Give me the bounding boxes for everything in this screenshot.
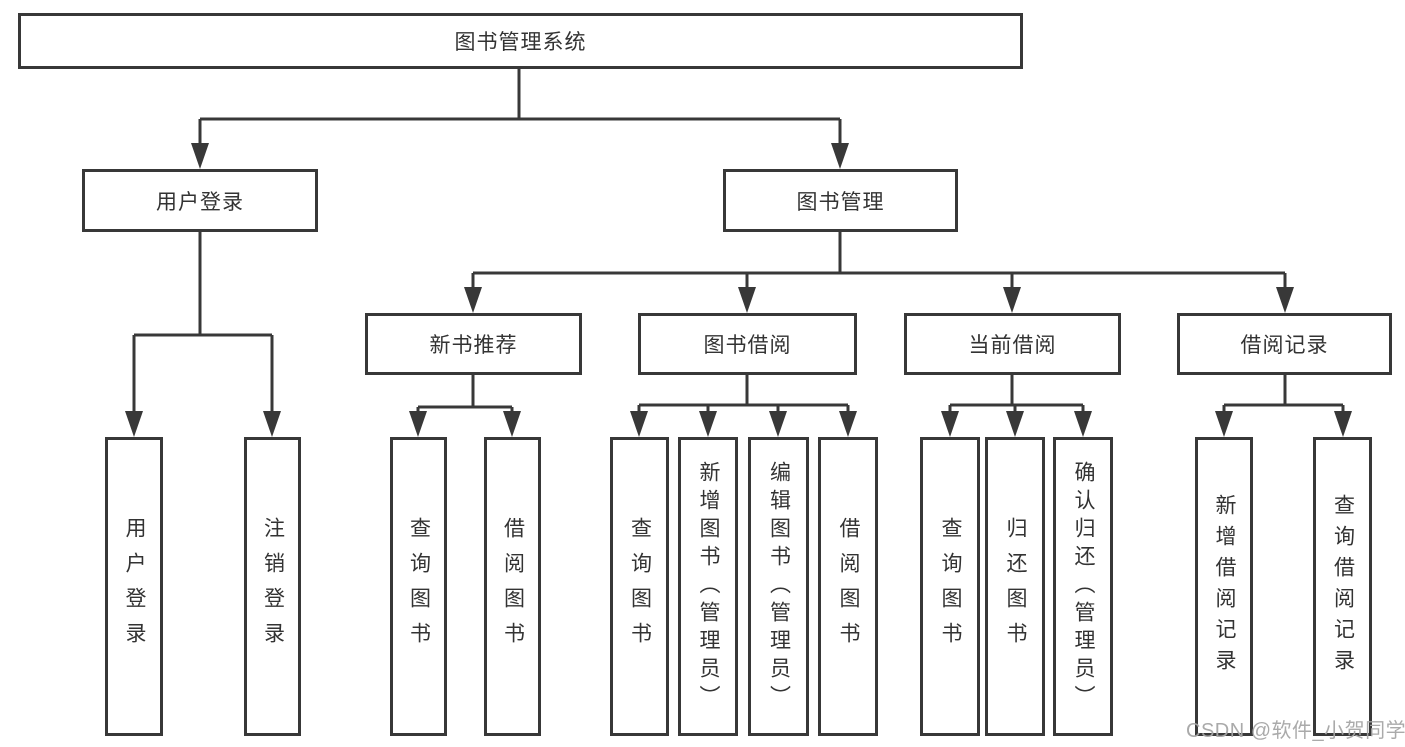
leaf-recommend-borrow-books: 借阅图书 — [484, 437, 541, 736]
leaf-current-confirm-return-admin-label: 确认归还（管理员） — [1072, 460, 1095, 713]
leaf-current-return-books-label: 归还图书 — [1004, 516, 1027, 657]
csdn-watermark: CSDN @软件_小贺同学 — [1186, 720, 1405, 742]
leaf-records-query-record-label: 查询借阅记录 — [1331, 493, 1355, 680]
leaf-borrowing-add-books-admin-label: 新增图书（管理员） — [697, 460, 720, 713]
node-borrowing-records: 借阅记录 — [1177, 313, 1392, 375]
node-book-management: 图书管理 — [723, 169, 958, 232]
leaf-borrowing-edit-books-admin: 编辑图书（管理员） — [748, 437, 809, 736]
node-book-borrowing: 图书借阅 — [638, 313, 857, 375]
leaf-current-return-books: 归还图书 — [985, 437, 1045, 736]
node-user-login: 用户登录 — [82, 169, 318, 232]
leaf-records-add-record: 新增借阅记录 — [1195, 437, 1253, 736]
leaf-borrowing-edit-books-admin-label: 编辑图书（管理员） — [767, 460, 791, 713]
node-new-book-recommend: 新书推荐 — [365, 313, 582, 375]
leaf-borrowing-query-books-label: 查询图书 — [628, 516, 652, 657]
node-library-management-system: 图书管理系统 — [18, 13, 1023, 69]
leaf-current-confirm-return-admin: 确认归还（管理员） — [1053, 437, 1113, 736]
leaf-borrowing-borrow-books: 借阅图书 — [818, 437, 878, 736]
leaf-recommend-query-books: 查询图书 — [390, 437, 447, 736]
leaf-borrowing-borrow-books-label: 借阅图书 — [837, 516, 860, 657]
leaf-logout-label: 注销登录 — [261, 516, 285, 657]
leaf-records-add-record-label: 新增借阅记录 — [1213, 493, 1236, 680]
leaf-borrowing-add-books-admin: 新增图书（管理员） — [678, 437, 738, 736]
node-current-borrowing: 当前借阅 — [904, 313, 1121, 375]
leaf-current-query-books-label: 查询图书 — [939, 516, 962, 657]
leaf-logout: 注销登录 — [244, 437, 301, 736]
leaf-user-login-label: 用户登录 — [123, 516, 146, 657]
leaf-recommend-query-books-label: 查询图书 — [407, 516, 431, 657]
leaf-recommend-borrow-books-label: 借阅图书 — [501, 516, 525, 657]
leaf-current-query-books: 查询图书 — [920, 437, 980, 736]
leaf-records-query-record: 查询借阅记录 — [1313, 437, 1372, 736]
leaf-user-login: 用户登录 — [105, 437, 163, 736]
leaf-borrowing-query-books: 查询图书 — [610, 437, 669, 736]
